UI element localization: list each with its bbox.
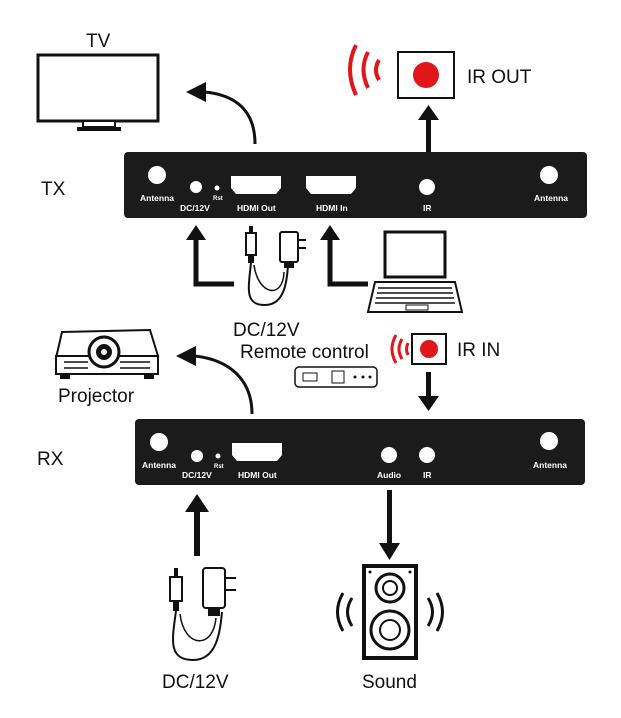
rx-rst-label: Rst	[214, 464, 224, 470]
tx-hdmi-out-label: HDMI Out	[237, 203, 276, 213]
tx-ir-to-irout-arrow	[418, 105, 439, 154]
rx-audio-label: Audio	[377, 470, 401, 480]
rx-ir-label: IR	[423, 470, 432, 480]
tx-rst-button	[214, 185, 220, 191]
power-adapter-icon	[169, 567, 236, 662]
tv-label: TV	[86, 31, 111, 52]
speaker-icon	[336, 564, 444, 660]
audio-to-speaker-arrow	[379, 490, 400, 560]
remote-control-label: Remote control	[240, 342, 369, 363]
rx-antenna-right-port	[540, 432, 558, 450]
ir-receiver-icon	[390, 333, 447, 365]
tx-device: Antenna DC/12V Rst HDMI Out HDMI In IR A…	[124, 152, 587, 218]
tx-hdmi-in-label: HDMI In	[316, 203, 348, 213]
ir-out-label: IR OUT	[467, 67, 532, 88]
rx-dc-port	[191, 450, 203, 462]
rx-antenna-left-label: Antenna	[142, 460, 176, 470]
rx-hdmi-out-port	[232, 443, 282, 461]
tx-dc-port	[190, 181, 202, 193]
rx-antenna-left-port	[150, 433, 168, 451]
rx-power-arrow	[185, 494, 209, 556]
rx-antenna-right-label: Antenna	[533, 460, 567, 470]
tx-antenna-left-label: Antenna	[140, 193, 174, 203]
tx-rst-label: Rst	[213, 196, 223, 202]
tv-icon	[36, 53, 160, 131]
tx-label: TX	[41, 179, 66, 200]
sound-label: Sound	[362, 672, 417, 693]
tx-antenna-right-label: Antenna	[534, 193, 568, 203]
laptop-icon	[366, 230, 464, 313]
ir-in-label: IR IN	[457, 340, 500, 361]
ir-emitter-icon	[348, 44, 455, 99]
irin-to-rx-arrow	[418, 372, 439, 411]
rx-dc-label: DC/12V	[182, 470, 212, 480]
projector-label: Projector	[58, 386, 135, 407]
rx-hdmi-out-label: HDMI Out	[238, 470, 277, 480]
dc12v-rx-label: DC/12V	[162, 672, 229, 693]
tx-power-arrow	[186, 225, 234, 287]
tx-antenna-left-port	[148, 166, 166, 184]
projector-icon	[54, 328, 160, 379]
tx-ir-label: IR	[423, 203, 432, 213]
rx-audio-port	[381, 447, 397, 463]
power-adapter-icon	[245, 226, 306, 307]
tx-hdmi-out-port	[231, 176, 281, 194]
tx-antenna-right-port	[540, 166, 558, 184]
tx-dc-label: DC/12V	[180, 203, 210, 213]
laptop-to-hdmi-in-arrow	[320, 225, 368, 287]
rx-device: Antenna DC/12V Rst HDMI Out Audio IR Ant…	[135, 419, 585, 485]
dc12v-tx-label: DC/12V	[233, 320, 300, 341]
rx-rst-button	[215, 453, 221, 459]
hdmi-out-to-projector-arrow	[176, 346, 254, 415]
remote-icon	[294, 366, 378, 388]
tx-ir-port	[419, 179, 435, 195]
rx-label: RX	[37, 449, 64, 470]
rx-ir-port	[419, 447, 435, 463]
hdmi-out-to-tv-arrow	[186, 82, 257, 145]
tx-hdmi-in-port	[306, 176, 356, 194]
